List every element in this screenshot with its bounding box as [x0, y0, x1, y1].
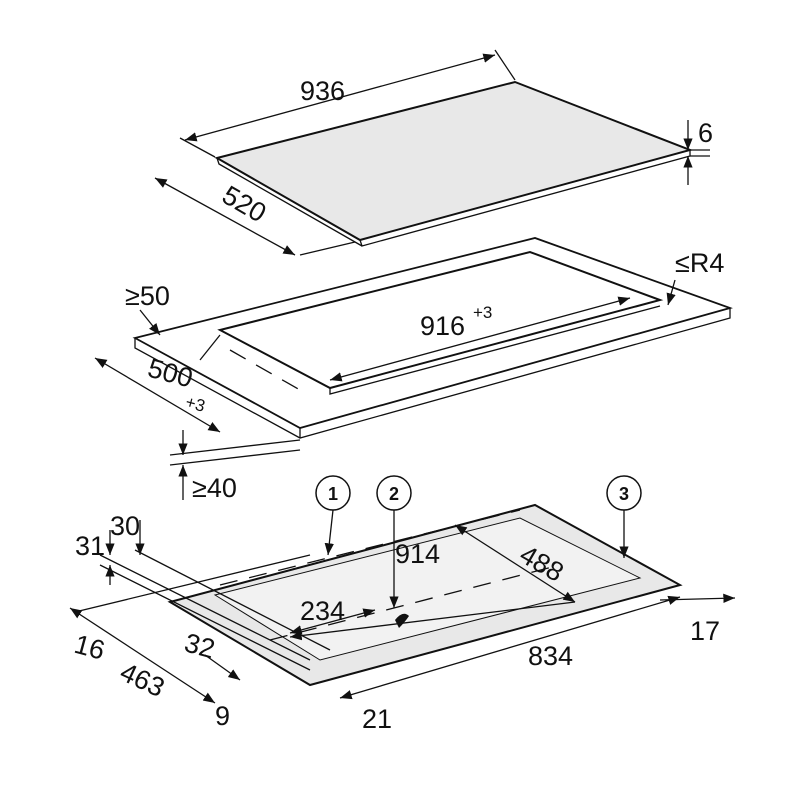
label-min-50: ≥50	[125, 281, 170, 311]
dimension-936: 936	[179, 49, 516, 158]
label-31: 31	[75, 531, 105, 561]
label-234: 234	[300, 596, 345, 626]
label-21: 21	[362, 704, 392, 734]
dimension-916: 916 +3	[329, 296, 631, 382]
dimension-6: 6	[683, 118, 713, 185]
label-916-tolerance: +3	[473, 303, 492, 322]
label-min-40: ≥40	[192, 473, 237, 503]
cooktop-plate	[214, 80, 694, 247]
label-6: 6	[698, 118, 713, 148]
callouts: 1 2 3	[315, 475, 642, 608]
label-834: 834	[528, 641, 573, 671]
label-500-tolerance: +3	[183, 392, 207, 415]
label-914: 914	[395, 539, 440, 569]
label-32: 32	[181, 628, 218, 665]
callout-2: 2	[389, 484, 399, 504]
callout-3: 3	[619, 484, 629, 504]
label-17: 17	[690, 616, 720, 646]
label-16: 16	[71, 629, 108, 666]
label-9: 9	[215, 701, 230, 731]
dimension-40: ≥40	[169, 430, 301, 503]
hob-underside	[167, 503, 683, 687]
callout-1: 1	[328, 484, 338, 504]
label-463: 463	[116, 657, 170, 703]
label-r4: ≤R4	[675, 248, 724, 278]
label-936: 936	[300, 76, 345, 106]
dimension-50: ≥50	[125, 281, 221, 361]
label-916: 916	[420, 311, 465, 341]
dimension-r4: ≤R4	[666, 248, 724, 306]
label-30: 30	[110, 511, 140, 541]
underside-dimensions: 30 31 914 488 234 16 463 32 9 834 21 17	[69, 511, 736, 734]
label-520: 520	[217, 180, 271, 229]
